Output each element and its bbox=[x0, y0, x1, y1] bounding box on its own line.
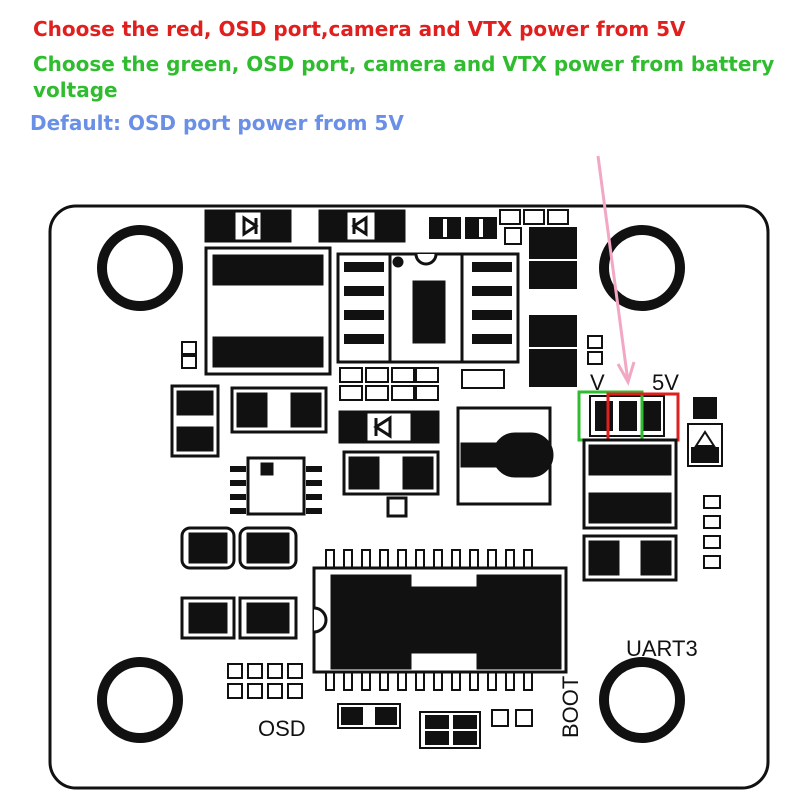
red-option-note: Choose the red, OSD port,camera and VTX … bbox=[33, 17, 686, 41]
passives-top bbox=[429, 209, 577, 387]
green-option-note: Choose the green, OSD port, camera and V… bbox=[33, 52, 775, 102]
capacitors-lower-left bbox=[180, 526, 298, 640]
passives-middle bbox=[181, 335, 603, 401]
mounting-hole-top-right bbox=[599, 225, 685, 311]
mounting-holes bbox=[97, 225, 685, 743]
passives-right bbox=[687, 397, 723, 569]
inductor-left bbox=[204, 246, 332, 376]
pointer-arrow bbox=[596, 155, 636, 386]
voltage-jumper-pads bbox=[589, 395, 665, 437]
mounting-hole-bottom-right bbox=[599, 657, 685, 743]
inductor-right bbox=[582, 438, 678, 530]
capacitor-right bbox=[582, 534, 678, 582]
main-mcu bbox=[312, 549, 568, 691]
osd-label: OSD bbox=[258, 716, 306, 741]
jumper-label-v: V bbox=[590, 370, 605, 395]
capacitors-left bbox=[170, 384, 328, 458]
ic-top-center bbox=[336, 252, 520, 364]
osd-chip bbox=[230, 456, 322, 516]
diode-top-center bbox=[318, 209, 406, 243]
crystal bbox=[456, 406, 554, 506]
passives-bottom bbox=[227, 663, 533, 749]
capacitor-middle bbox=[342, 450, 440, 518]
diode-middle bbox=[338, 410, 440, 444]
default-option-note: Default: OSD port power from 5V bbox=[30, 111, 404, 135]
mounting-hole-top-left bbox=[97, 225, 183, 311]
uart3-label: UART3 bbox=[626, 636, 698, 661]
jumper-label-5v: 5V bbox=[652, 370, 679, 395]
mounting-hole-bottom-left bbox=[97, 657, 183, 743]
diode-top-left bbox=[204, 209, 292, 243]
boot-label: BOOT bbox=[558, 676, 583, 738]
